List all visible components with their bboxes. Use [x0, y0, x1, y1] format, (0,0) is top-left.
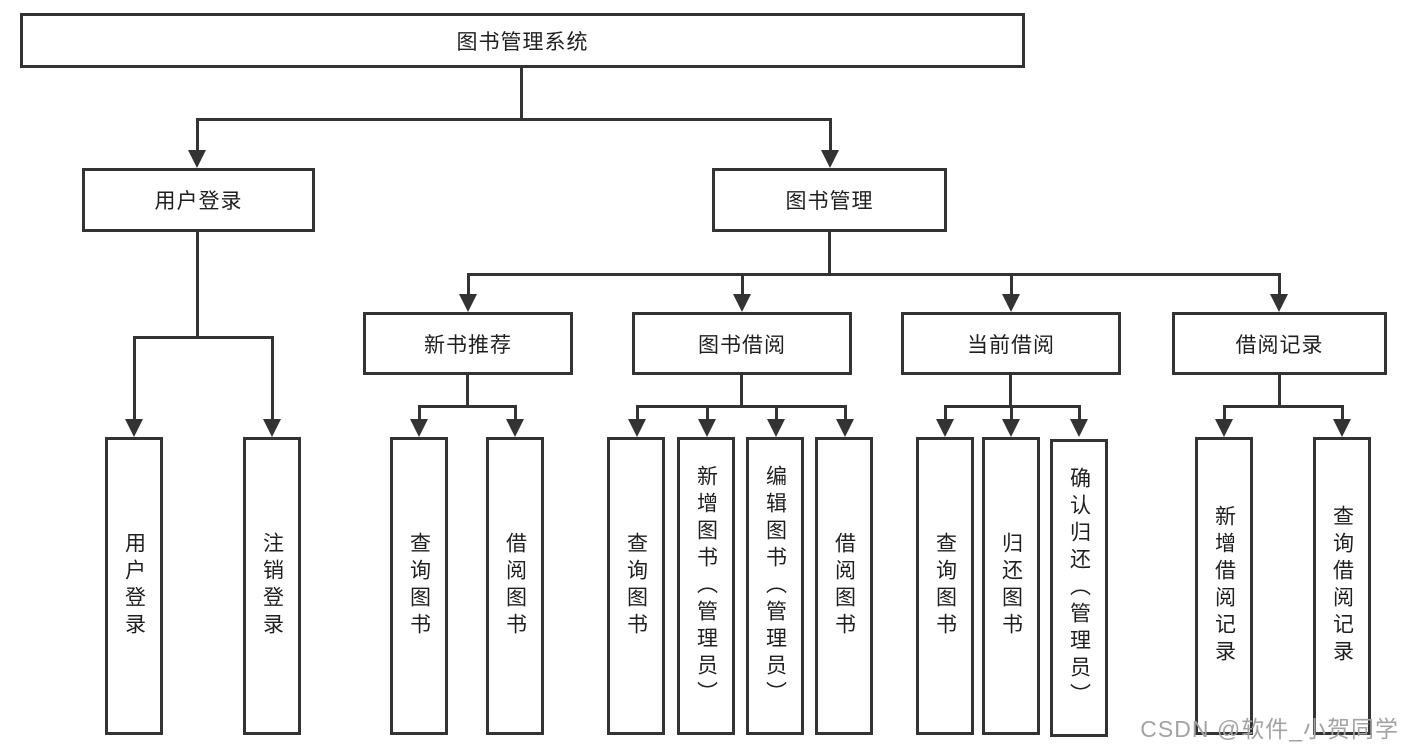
arrowhead-book-borrow [733, 294, 751, 312]
connector-stem-nb-borrow [514, 405, 517, 419]
arrowhead-bb-add [698, 419, 716, 437]
node-label: 注销登录 [260, 532, 284, 640]
connector-stem-ul-login [133, 336, 136, 419]
node-label: 借阅图书 [832, 532, 856, 640]
node-label: 借阅记录 [1235, 333, 1324, 357]
node-leaf-bb-borrow-book: 借阅图书 [815, 437, 873, 735]
connector-stem-nb-query [418, 405, 421, 419]
arrowhead-borrow-records [1270, 294, 1288, 312]
node-leaf-bb-query-book: 查询图书 [607, 437, 665, 735]
node-label: 编辑图书（管理员） [763, 464, 787, 708]
node-leaf-br-add-record: 新增借阅记录 [1195, 437, 1253, 735]
node-label: 当前借阅 [967, 333, 1055, 357]
connector-stem-ul-logout [271, 336, 274, 419]
node-leaf-cb-return-book: 归还图书 [982, 437, 1040, 735]
arrowhead-bb-query [628, 419, 646, 437]
node-label: 图书借阅 [698, 333, 786, 357]
node-leaf-br-query-record: 查询借阅记录 [1313, 437, 1371, 735]
connector-user-login-hline [133, 336, 274, 339]
node-borrowing-records: 借阅记录 [1172, 312, 1387, 375]
connector-borrow-records-hline [1223, 405, 1343, 408]
connector-new-book-rec-stub [466, 375, 469, 408]
arrowhead-user-login [188, 150, 206, 168]
connector-book-mgmt-stub [828, 232, 831, 276]
node-label: 用户登录 [154, 190, 243, 213]
connector-stem-bb-add [706, 405, 709, 419]
node-label: 查询图书 [407, 532, 431, 640]
node-leaf-logout: 注销登录 [243, 437, 301, 735]
node-leaf-bb-edit-book-admin: 编辑图书（管理员） [746, 437, 804, 735]
arrowhead-nb-query [410, 419, 428, 437]
node-label: 查询图书 [933, 532, 957, 640]
arrowhead-ul-login [125, 419, 143, 437]
connector-level3-hline [467, 273, 1281, 276]
connector-borrow-records-stub [1278, 375, 1281, 408]
connector-stem-cb-confirm [1078, 405, 1081, 419]
connector-stem-new-book-rec [467, 273, 470, 294]
arrowhead-bb-edit [767, 419, 785, 437]
arrowhead-br-add [1215, 419, 1233, 437]
arrowhead-nb-borrow [506, 419, 524, 437]
connector-stem-book-mgmt [829, 118, 832, 152]
connector-root-stub [520, 68, 523, 120]
node-label: 查询借阅记录 [1330, 505, 1354, 667]
node-label: 确认归还（管理员） [1067, 466, 1091, 710]
arrowhead-cb-confirm [1070, 419, 1088, 437]
node-current-borrowing: 当前借阅 [901, 312, 1121, 375]
connector-stem-book-borrow [741, 273, 744, 294]
arrowhead-ul-logout [263, 419, 281, 437]
node-label: 用户登录 [122, 532, 146, 640]
node-label: 查询图书 [624, 532, 648, 640]
connector-stem-br-add [1223, 405, 1226, 419]
connector-book-borrow-stub [740, 375, 743, 408]
connector-new-book-rec-hline [418, 405, 517, 408]
connector-current-borrow-stub [1009, 375, 1012, 408]
connector-level2-hline [196, 118, 832, 121]
connector-book-borrow-hline [636, 405, 847, 408]
node-label: 新增图书（管理员） [694, 464, 718, 708]
node-user-login: 用户登录 [82, 168, 315, 232]
arrowhead-cb-query [936, 419, 954, 437]
connector-stem-bb-borrow [844, 405, 847, 419]
connector-stem-cb-return [1010, 405, 1013, 419]
node-leaf-cb-confirm-return-admin: 确认归还（管理员） [1050, 439, 1108, 737]
arrowhead-br-query [1333, 419, 1351, 437]
node-leaf-user-login: 用户登录 [105, 437, 163, 735]
node-label: 图书管理系统 [456, 30, 589, 54]
connector-stem-bb-query [636, 405, 639, 419]
arrowhead-current-borrow [1002, 294, 1020, 312]
node-leaf-nb-borrow-book: 借阅图书 [486, 437, 544, 735]
arrowhead-new-book-rec [459, 294, 477, 312]
connector-stem-br-query [1341, 405, 1344, 419]
node-label: 新书推荐 [424, 333, 512, 357]
connector-user-login-stub [196, 232, 199, 339]
connector-stem-bb-edit [775, 405, 778, 419]
node-leaf-nb-query-book: 查询图书 [390, 437, 448, 735]
node-new-book-recommendation: 新书推荐 [363, 312, 573, 375]
node-book-borrowing: 图书借阅 [632, 312, 852, 375]
node-leaf-cb-query-book: 查询图书 [916, 437, 974, 735]
node-label: 借阅图书 [503, 532, 527, 640]
connector-stem-current-borrow [1010, 273, 1013, 294]
connector-stem-borrow-records [1278, 273, 1281, 294]
connector-stem-cb-query [944, 405, 947, 419]
node-label: 新增借阅记录 [1212, 505, 1236, 667]
node-library-management-system: 图书管理系统 [20, 13, 1025, 68]
node-leaf-bb-add-book-admin: 新增图书（管理员） [677, 437, 735, 735]
csdn-watermark: CSDN @软件_小贺同学 [1140, 716, 1399, 742]
arrowhead-bb-borrow [836, 419, 854, 437]
arrowhead-cb-return [1002, 419, 1020, 437]
arrowhead-book-mgmt [821, 150, 839, 168]
connector-stem-user-login [196, 118, 199, 152]
node-label: 图书管理 [785, 190, 874, 213]
node-label: 归还图书 [999, 532, 1023, 640]
node-book-management: 图书管理 [712, 168, 947, 232]
